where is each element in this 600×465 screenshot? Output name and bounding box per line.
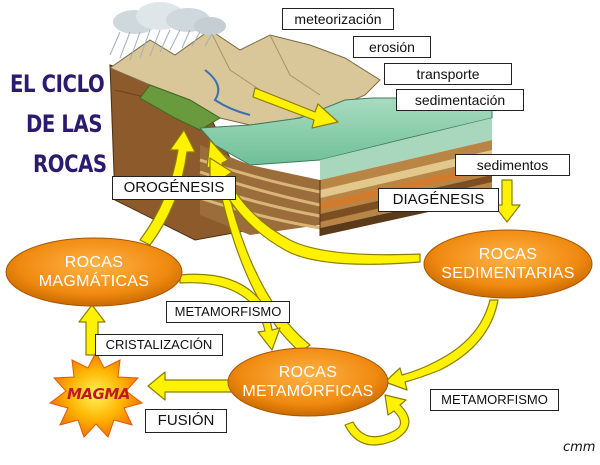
label-cristalizacion: CRISTALIZACIÓN	[95, 334, 223, 356]
title-line-3: ROCAS	[33, 150, 107, 178]
node-metamorficas-line1: ROCAS	[278, 364, 338, 381]
label-transporte: transporte	[384, 63, 512, 85]
node-shape-sedimentarias	[423, 229, 593, 299]
node-rocas-metamorficas: ROCAS METAMÓRFICAS	[228, 350, 388, 414]
magma-burst	[48, 350, 144, 438]
cloud	[109, 2, 226, 61]
label-meteorizacion: meteorización	[282, 8, 394, 30]
label-metamorfismo-left: METAMORFISMO	[166, 301, 290, 323]
node-rocas-magmaticas: ROCAS MAGMÁTICAS	[6, 240, 182, 304]
label-metamorfismo-right: METAMORFISMO	[430, 389, 559, 411]
label-sedimentacion: sedimentación	[396, 89, 524, 111]
title-line-2: DE LAS	[26, 110, 103, 138]
node-shape-metamorficas	[227, 347, 389, 417]
node-magmaticas-line1: ROCAS	[64, 254, 124, 271]
label-diagenesis: DIAGÉNESIS	[378, 188, 499, 212]
node-magmaticas-line2: MAGMÁTICAS	[38, 273, 150, 290]
node-shape-magmaticas	[5, 237, 183, 307]
signature: cmm	[563, 440, 596, 455]
node-sedimentarias-line2: SEDIMENTARIAS	[441, 265, 575, 282]
title-line-1: EL CICLO	[10, 70, 105, 98]
node-sedimentarias-line1: ROCAS	[478, 246, 538, 263]
label-sedimentos: sedimentos	[455, 154, 570, 176]
label-erosion: erosión	[353, 36, 431, 58]
magma-label: MAGMA	[67, 385, 130, 403]
node-metamorficas-line2: METAMÓRFICAS	[242, 383, 374, 400]
node-rocas-sedimentarias: ROCAS SEDIMENTARIAS	[424, 232, 592, 296]
label-fusion: FUSIÓN	[145, 409, 227, 433]
label-orogenesis: OROGÉNESIS	[112, 176, 236, 200]
